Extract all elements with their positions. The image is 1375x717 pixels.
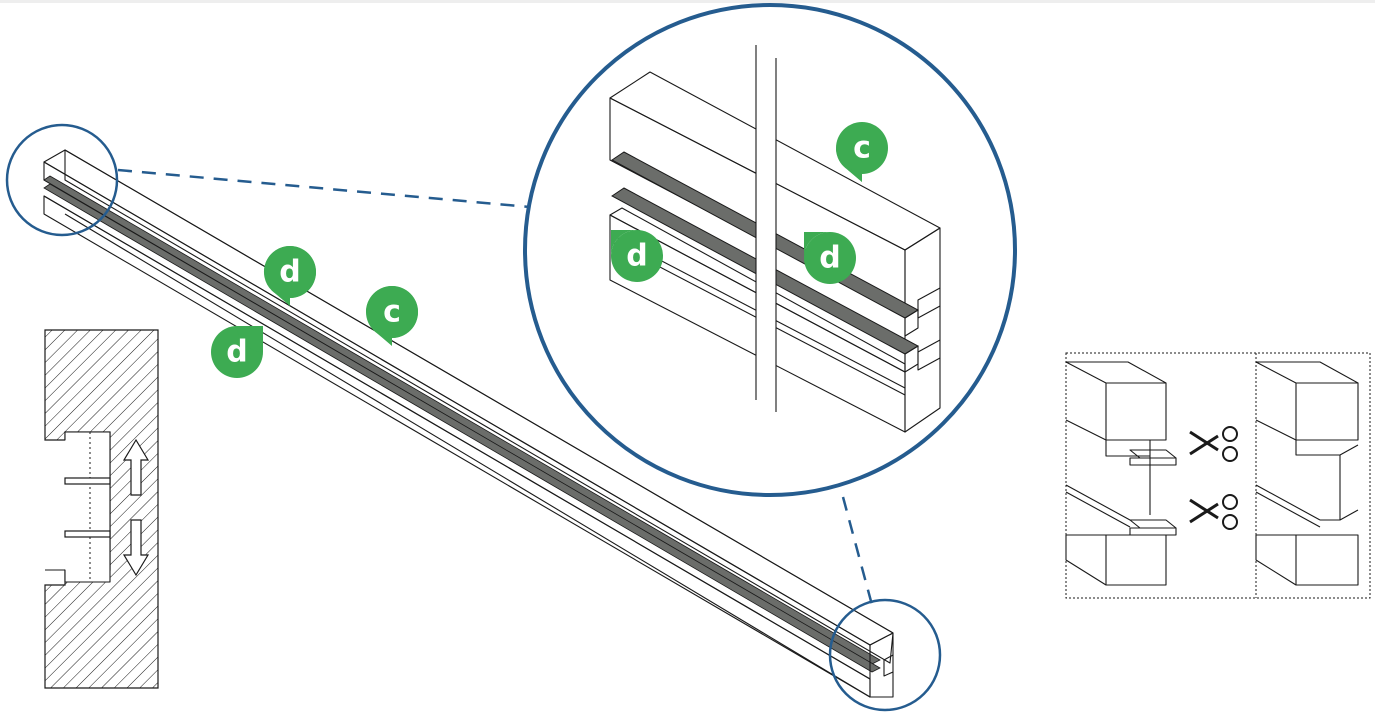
marker-label: d (626, 239, 647, 274)
arrow-down-icon (122, 519, 150, 577)
top-border (0, 0, 1375, 3)
rail-strip-lower (43, 183, 881, 673)
rail-side-face (64, 149, 894, 664)
zoom-strip-upper-edge (904, 309, 919, 337)
zoom-lower-front (609, 214, 906, 433)
marker-label: d (279, 255, 300, 290)
marker-d-rail-upper: d (263, 245, 316, 306)
long-rail (43, 149, 894, 698)
zoom-callout-left (5, 123, 119, 237)
rail-bottom-edge (64, 213, 871, 698)
trim-panel-frame (1065, 352, 1371, 599)
trim-before (1065, 361, 1177, 586)
trim-detail-panel (1065, 352, 1371, 599)
cross-section-channel-edge (45, 431, 111, 583)
cross-section-strip-lower (64, 530, 111, 538)
marker-c-rail: c (366, 286, 418, 346)
trim-after (1255, 361, 1359, 586)
marker-d-zoom-right: d (804, 232, 856, 284)
marker-label: d (819, 241, 840, 276)
cross-section-profile (44, 329, 159, 689)
rail-end-cap (869, 632, 894, 698)
cross-section-strip-upper (64, 477, 111, 485)
cross-section-channel (65, 432, 110, 582)
rail-end-notch (883, 654, 894, 677)
zoom-cut-gap (756, 40, 776, 420)
leader-line-right (841, 496, 874, 606)
marker-label: c (853, 131, 871, 166)
marker-d-rail-lower: d (211, 326, 263, 378)
marker-label: c (383, 295, 401, 330)
marker-d-zoom-left: d (611, 230, 663, 282)
arrow-up-icon (122, 438, 150, 496)
zoom-detail (523, 3, 1017, 497)
leader-line-left (117, 168, 531, 209)
scissors-icon (1189, 494, 1238, 530)
scissors-icon (1189, 426, 1238, 462)
zoom-callout-right (828, 598, 942, 712)
zoom-end-notch-upper (917, 287, 941, 319)
marker-label: d (226, 335, 247, 370)
